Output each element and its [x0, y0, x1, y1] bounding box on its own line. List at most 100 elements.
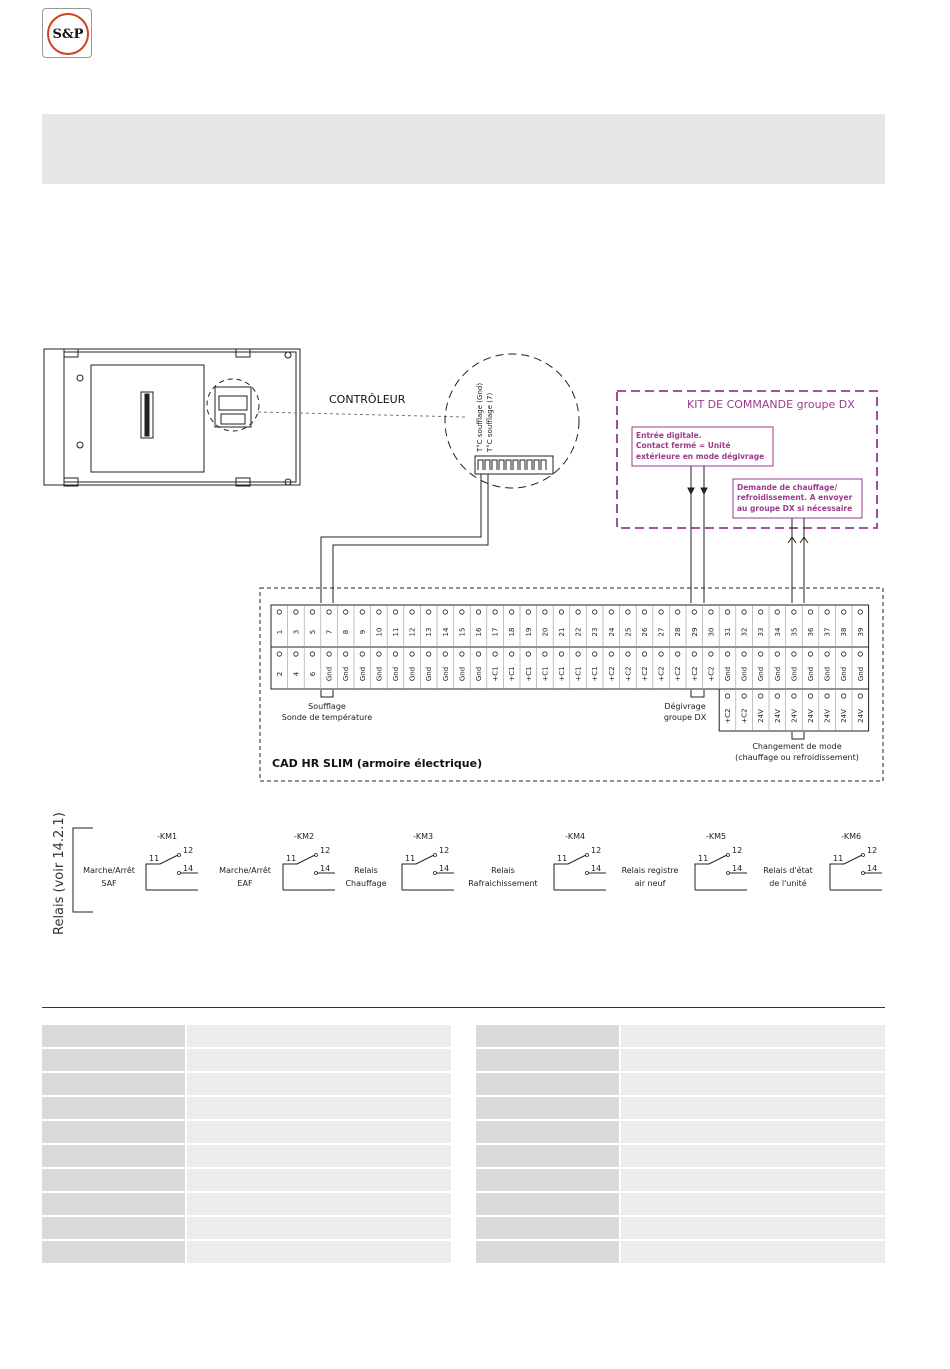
- table-cell: [621, 1145, 885, 1167]
- terminal-screw: [409, 651, 415, 657]
- table-cell: [621, 1241, 885, 1263]
- terminal-screw: [758, 651, 764, 657]
- table-cell: [621, 1217, 885, 1239]
- terminal-screw: [691, 651, 697, 657]
- relays-group: -KM1Marche/ArrêtSAF111214-KM2Marche/Arrê…: [83, 832, 882, 891]
- terminal-screw: [392, 651, 399, 657]
- table-cell: [476, 1073, 619, 1095]
- relay-pin-nc: 12: [439, 846, 449, 855]
- relay-terminal: [314, 871, 318, 875]
- table-row: [42, 1217, 451, 1239]
- table-cell: [42, 1169, 185, 1191]
- relay-terminal: [433, 871, 437, 875]
- relay-terminal: [177, 871, 181, 875]
- kit-title: KIT DE COMMANDE groupe DX: [687, 398, 855, 411]
- relay-label-line1: Relais: [354, 866, 378, 875]
- relay-terminal: [314, 853, 318, 857]
- kit-box2-line3: au groupe DX si nécessaire: [737, 504, 852, 513]
- terminal-screw: [758, 693, 764, 699]
- terminal-screw: [376, 609, 382, 615]
- terminal-signal: +C2: [674, 666, 682, 681]
- kit-box2-line1: Demande de chauffage/: [737, 483, 837, 492]
- relay-label-line2: EAF: [237, 879, 253, 888]
- table-cell: [187, 1193, 451, 1215]
- brand-logo: S&P: [42, 8, 92, 58]
- terminal-power: +C2: [741, 708, 749, 723]
- terminal-screw: [724, 609, 731, 615]
- terminal-screw: [442, 609, 448, 615]
- terminal-screw: [708, 609, 714, 615]
- terminal-number: 32: [741, 628, 749, 637]
- terminal-power: 24V: [757, 709, 765, 723]
- terminal-screw: [857, 651, 863, 657]
- terminal-screw: [708, 651, 714, 657]
- relay-terminal: [861, 871, 865, 875]
- terminal-screw: [492, 651, 498, 657]
- controller-label: CONTRÔLEUR: [329, 393, 406, 406]
- table-cell: [42, 1241, 185, 1263]
- terminal-signal: +C1: [575, 666, 583, 681]
- terminal-signal: +C2: [707, 666, 715, 681]
- terminal-signal: Gnd: [757, 667, 765, 681]
- header-band: [42, 114, 885, 184]
- terminal-screw: [675, 651, 681, 657]
- terminal-screw: [293, 651, 299, 657]
- relay-pin-nc: 12: [320, 846, 330, 855]
- terminal-screw: [525, 651, 531, 657]
- terminal-number: 22: [575, 628, 583, 637]
- terminal-number: 35: [790, 628, 798, 637]
- terminal-block: 1234567Gnd8Gnd9Gnd10Gnd11Gnd12Gnd13Gnd14…: [270, 604, 870, 732]
- table-cell: [187, 1169, 451, 1191]
- terminal-power: 24V: [824, 709, 832, 723]
- terminal-power: 24V: [807, 709, 815, 723]
- terminal-screw: [691, 609, 697, 615]
- table-cell: [187, 1145, 451, 1167]
- relay-pin-common: 11: [286, 854, 296, 863]
- terminal-number: 31: [724, 628, 732, 637]
- section-divider: [42, 1007, 885, 1008]
- kit-wires: [687, 466, 809, 603]
- terminal-screw: [359, 609, 365, 615]
- terminal-screw: [392, 609, 399, 615]
- terminal-screw: [326, 609, 332, 615]
- terminal-screw: [525, 609, 531, 615]
- table-row: [42, 1121, 451, 1143]
- relays-bracket: [72, 827, 93, 913]
- table-cell: [476, 1145, 619, 1167]
- relay-terminal: [177, 853, 181, 857]
- terminal-screw: [426, 609, 432, 615]
- kit-box1-line1: Entrée digitale.: [636, 431, 702, 440]
- table-cell: [187, 1217, 451, 1239]
- terminal-number: 38: [840, 628, 848, 637]
- terminal-screw: [641, 609, 648, 615]
- table-row: [476, 1217, 885, 1239]
- terminal-signal: Gnd: [425, 667, 433, 681]
- relay-contact: [829, 854, 863, 890]
- table-cell: [187, 1073, 451, 1095]
- relay-pin-no: 14: [320, 864, 330, 873]
- relay-id: -KM2: [294, 832, 314, 841]
- relay-contact: [282, 854, 316, 890]
- terminal-screw: [841, 693, 847, 699]
- terminal-screw: [791, 609, 797, 615]
- terminal-signal: Gnd: [857, 667, 865, 681]
- relay-id: -KM6: [841, 832, 861, 841]
- terminal-signal: Gnd: [790, 667, 798, 681]
- terminal-screw: [442, 651, 448, 657]
- terminal-screw: [791, 693, 797, 699]
- label-changement-1: Changement de mode: [752, 742, 841, 751]
- terminal-screw: [558, 609, 565, 615]
- terminal-screw: [724, 693, 731, 699]
- label-soufflage-1: Soufflage: [308, 702, 346, 711]
- table-row: [476, 1169, 885, 1191]
- terminal-screw: [625, 609, 631, 615]
- probe-label-1: T°C soufflage (Gnd): [476, 383, 484, 453]
- terminal-frame-row3: [718, 688, 870, 732]
- terminal-number: 33: [757, 628, 765, 637]
- relay-id: -KM5: [706, 832, 726, 841]
- terminal-signal: Gnd: [824, 667, 832, 681]
- spec-table-right: [476, 1025, 885, 1265]
- relay-pin-no: 14: [732, 864, 742, 873]
- terminal-number: 9: [359, 630, 367, 634]
